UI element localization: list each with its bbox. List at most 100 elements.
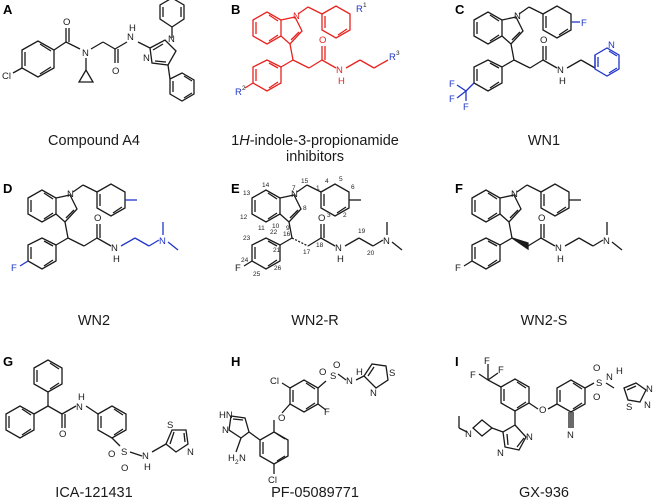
panel-caption: 1H-indole-3-propionamide <box>231 133 399 149</box>
svg-text:N: N <box>159 236 166 247</box>
svg-text:S: S <box>167 420 173 431</box>
panel-label: A <box>3 2 13 17</box>
svg-text:H: H <box>78 392 85 403</box>
svg-text:N: N <box>606 372 613 383</box>
svg-text:O: O <box>121 463 128 474</box>
wn1-atoms: N F N O N H F F F <box>449 11 615 113</box>
svg-text:O: O <box>59 429 66 440</box>
panel-c: C <box>449 2 620 149</box>
wn2-s-structure <box>463 183 623 270</box>
svg-text:O: O <box>63 17 70 28</box>
compound-a4-structure <box>12 0 195 102</box>
pf-05089771-structure <box>228 363 389 474</box>
panel-label: G <box>3 354 13 369</box>
panel-caption: ICA-121431 <box>55 485 132 501</box>
svg-text:H: H <box>337 254 344 265</box>
svg-text:O: O <box>593 392 600 403</box>
panel-label: F <box>455 181 463 196</box>
svg-text:6: 6 <box>351 184 355 191</box>
panel-label: I <box>455 354 459 369</box>
panel-g: G <box>3 354 194 501</box>
svg-text:O: O <box>108 449 115 460</box>
svg-text:Cl: Cl <box>270 376 279 387</box>
svg-text:O: O <box>540 35 547 46</box>
panel-caption: Compound A4 <box>48 133 140 149</box>
svg-text:N: N <box>383 236 390 247</box>
svg-text:F: F <box>484 356 490 367</box>
svg-text:20: 20 <box>367 250 375 257</box>
svg-text:F: F <box>449 94 455 105</box>
svg-text:N: N <box>67 189 74 200</box>
svg-text:N: N <box>187 447 194 458</box>
svg-text:N: N <box>335 243 342 254</box>
wn1-blue-groups <box>456 21 620 101</box>
svg-text:F: F <box>498 365 504 376</box>
svg-text:F: F <box>455 263 461 274</box>
svg-text:O: O <box>318 213 325 224</box>
svg-text:O: O <box>319 35 326 46</box>
svg-text:19: 19 <box>358 228 366 235</box>
svg-text:18: 18 <box>316 242 324 249</box>
wn1-structure <box>473 5 596 92</box>
svg-text:N: N <box>293 11 300 22</box>
svg-text:S: S <box>626 402 632 413</box>
svg-text:N: N <box>291 189 298 200</box>
svg-text:F: F <box>11 263 17 274</box>
svg-text:H: H <box>113 254 120 265</box>
panel-h: H <box>219 354 395 501</box>
svg-text:O: O <box>593 363 600 374</box>
svg-text:H: H <box>616 366 623 377</box>
panel-i: I <box>455 354 653 501</box>
ica-121431-atoms: O N H S O O N H S N <box>59 392 194 474</box>
panel-b: B <box>231 2 400 165</box>
svg-text:N: N <box>143 53 150 64</box>
svg-text:N: N <box>526 432 533 443</box>
svg-text:17: 17 <box>303 249 311 256</box>
panel-f: F <box>455 181 623 329</box>
ica-121431-structure <box>5 359 189 457</box>
svg-text:R: R <box>356 4 363 15</box>
panel-label: B <box>231 2 240 17</box>
svg-text:23: 23 <box>243 235 251 242</box>
wn2-r-atom-numbers: 14 13 12 11 10 9 8 7 1 2 3 4 5 6 15 16 1… <box>240 176 375 278</box>
svg-text:F: F <box>324 407 330 418</box>
svg-text:H: H <box>144 462 151 473</box>
panel-label: H <box>231 354 240 369</box>
svg-text:N: N <box>346 376 353 387</box>
svg-text:2: 2 <box>242 85 246 92</box>
svg-text:F: F <box>235 263 241 274</box>
panel-caption: WN2-R <box>291 313 339 329</box>
svg-text:N: N <box>497 448 504 459</box>
wn2-r-atoms: N O N H N F <box>235 189 390 274</box>
svg-text:N: N <box>222 425 229 436</box>
panel-label: E <box>231 181 240 196</box>
panel-caption-line2: inhibitors <box>286 149 344 165</box>
svg-text:N: N <box>644 400 651 411</box>
gx-936-atoms: F F F O O S N H N S N O N N N N <box>465 356 653 459</box>
svg-text:O: O <box>539 405 546 416</box>
svg-text:16: 16 <box>283 231 291 238</box>
panel-caption: WN2 <box>78 313 110 329</box>
svg-text:N: N <box>557 65 564 76</box>
svg-text:25: 25 <box>253 271 261 278</box>
svg-text:F: F <box>449 79 455 90</box>
svg-text:N: N <box>646 384 653 395</box>
svg-text:H: H <box>356 367 363 378</box>
svg-text:N: N <box>514 11 521 22</box>
svg-text:N: N <box>555 243 562 254</box>
panel-label: D <box>3 181 12 196</box>
svg-text:HN: HN <box>219 410 233 421</box>
svg-text:12: 12 <box>240 214 248 221</box>
svg-text:H: H <box>338 76 345 87</box>
wn2-s-atoms: N O N H N F <box>455 189 610 274</box>
svg-text:S: S <box>121 447 127 458</box>
panel-caption: WN2-S <box>521 313 568 329</box>
svg-text:11: 11 <box>258 225 265 232</box>
svg-text:N: N <box>567 430 574 441</box>
svg-text:O: O <box>333 360 340 371</box>
svg-text:O: O <box>278 413 285 424</box>
svg-text:N: N <box>76 402 83 413</box>
svg-text:21: 21 <box>273 247 281 254</box>
